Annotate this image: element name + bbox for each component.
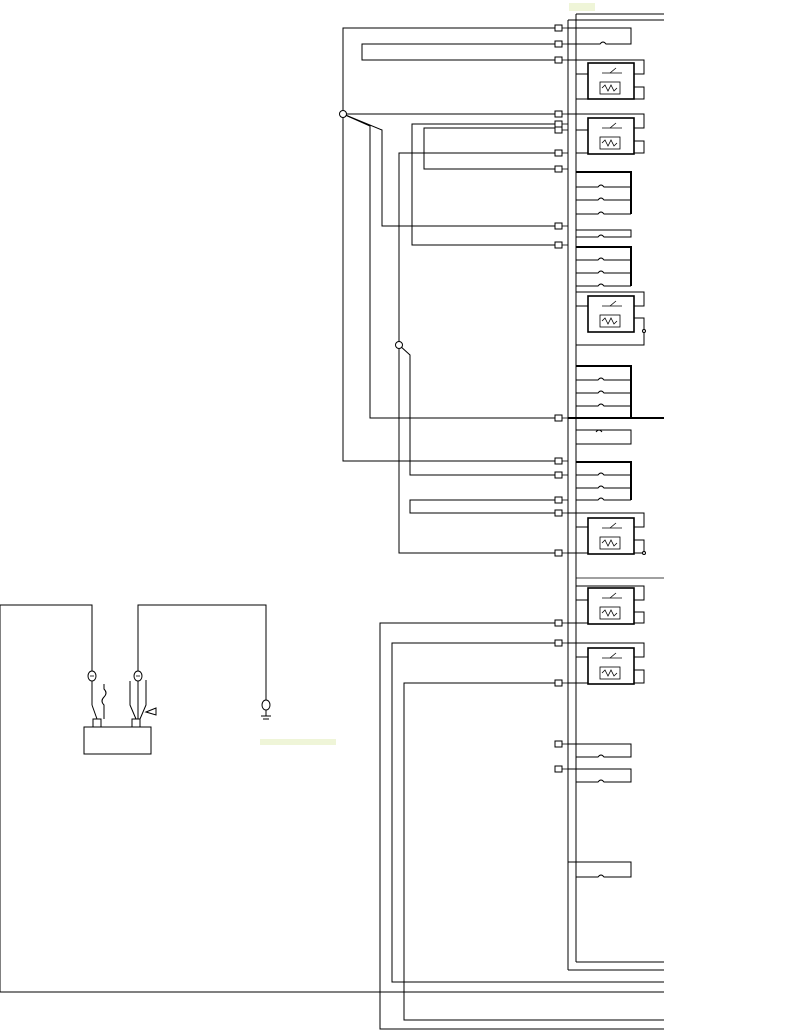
connector-pin-icon (554, 679, 568, 687)
connector-pin-icon (554, 414, 568, 422)
battery-icon (83, 726, 152, 755)
harness-wires-bottom (0, 604, 664, 1030)
connector-pin-icon (554, 110, 568, 118)
label-highlight-top (569, 3, 595, 11)
connector-pin-icon (554, 549, 568, 557)
fuse-group (576, 461, 632, 501)
connector-pin-icon (554, 149, 568, 157)
horn-icon (139, 680, 157, 720)
connector-pin-icon (554, 639, 568, 647)
junction-node-icon (395, 341, 403, 349)
connector-pin-icon (554, 765, 568, 773)
fuse-box-bus (567, 13, 664, 971)
fuses (568, 27, 632, 878)
connector-pin-icon (554, 740, 568, 748)
lamp-icon (87, 668, 98, 720)
fuse-icon (576, 429, 632, 445)
fuse-icon (568, 768, 632, 783)
relay-icon (568, 512, 646, 555)
connector-pins (554, 24, 568, 773)
connector-pin-icon (554, 126, 568, 134)
connector-pin-icon (554, 241, 568, 249)
label-highlight-ground (260, 739, 336, 745)
lamp-icon (129, 668, 143, 720)
connector-pin-icon (554, 24, 568, 32)
harness-wires-left (342, 27, 556, 554)
fuse-icon (568, 861, 632, 878)
junction-node-icon (339, 110, 347, 118)
connector-pin-icon (554, 222, 568, 230)
connector-pin-icon (554, 40, 568, 48)
relay-icon (568, 585, 645, 625)
fuse-icon (568, 743, 632, 758)
fuse-group (576, 171, 632, 215)
fuse-icon (568, 27, 632, 45)
battery-terminal-positive (131, 718, 141, 728)
connector-pin-icon (554, 496, 568, 504)
relay-icon (568, 642, 645, 685)
relays (568, 59, 646, 685)
fuse-icon (576, 229, 632, 238)
fuse-group (576, 365, 632, 418)
junction-nodes (339, 110, 403, 349)
ground-icon (261, 699, 271, 720)
relay-icon (568, 113, 645, 155)
connector-pin-icon (554, 56, 568, 64)
connector-pin-icon (554, 471, 568, 479)
fuse-group (576, 246, 632, 287)
connector-pin-icon (554, 509, 568, 517)
relay-icon (576, 291, 646, 346)
battery-terminal-negative (92, 718, 102, 728)
connector-pin-icon (554, 120, 568, 128)
battery-assembly (83, 668, 271, 755)
connector-pin-icon (554, 165, 568, 173)
connector-pin-icon (554, 619, 568, 627)
relay-icon (568, 59, 645, 100)
fusible-link (101, 684, 107, 719)
connector-pin-icon (554, 457, 568, 465)
